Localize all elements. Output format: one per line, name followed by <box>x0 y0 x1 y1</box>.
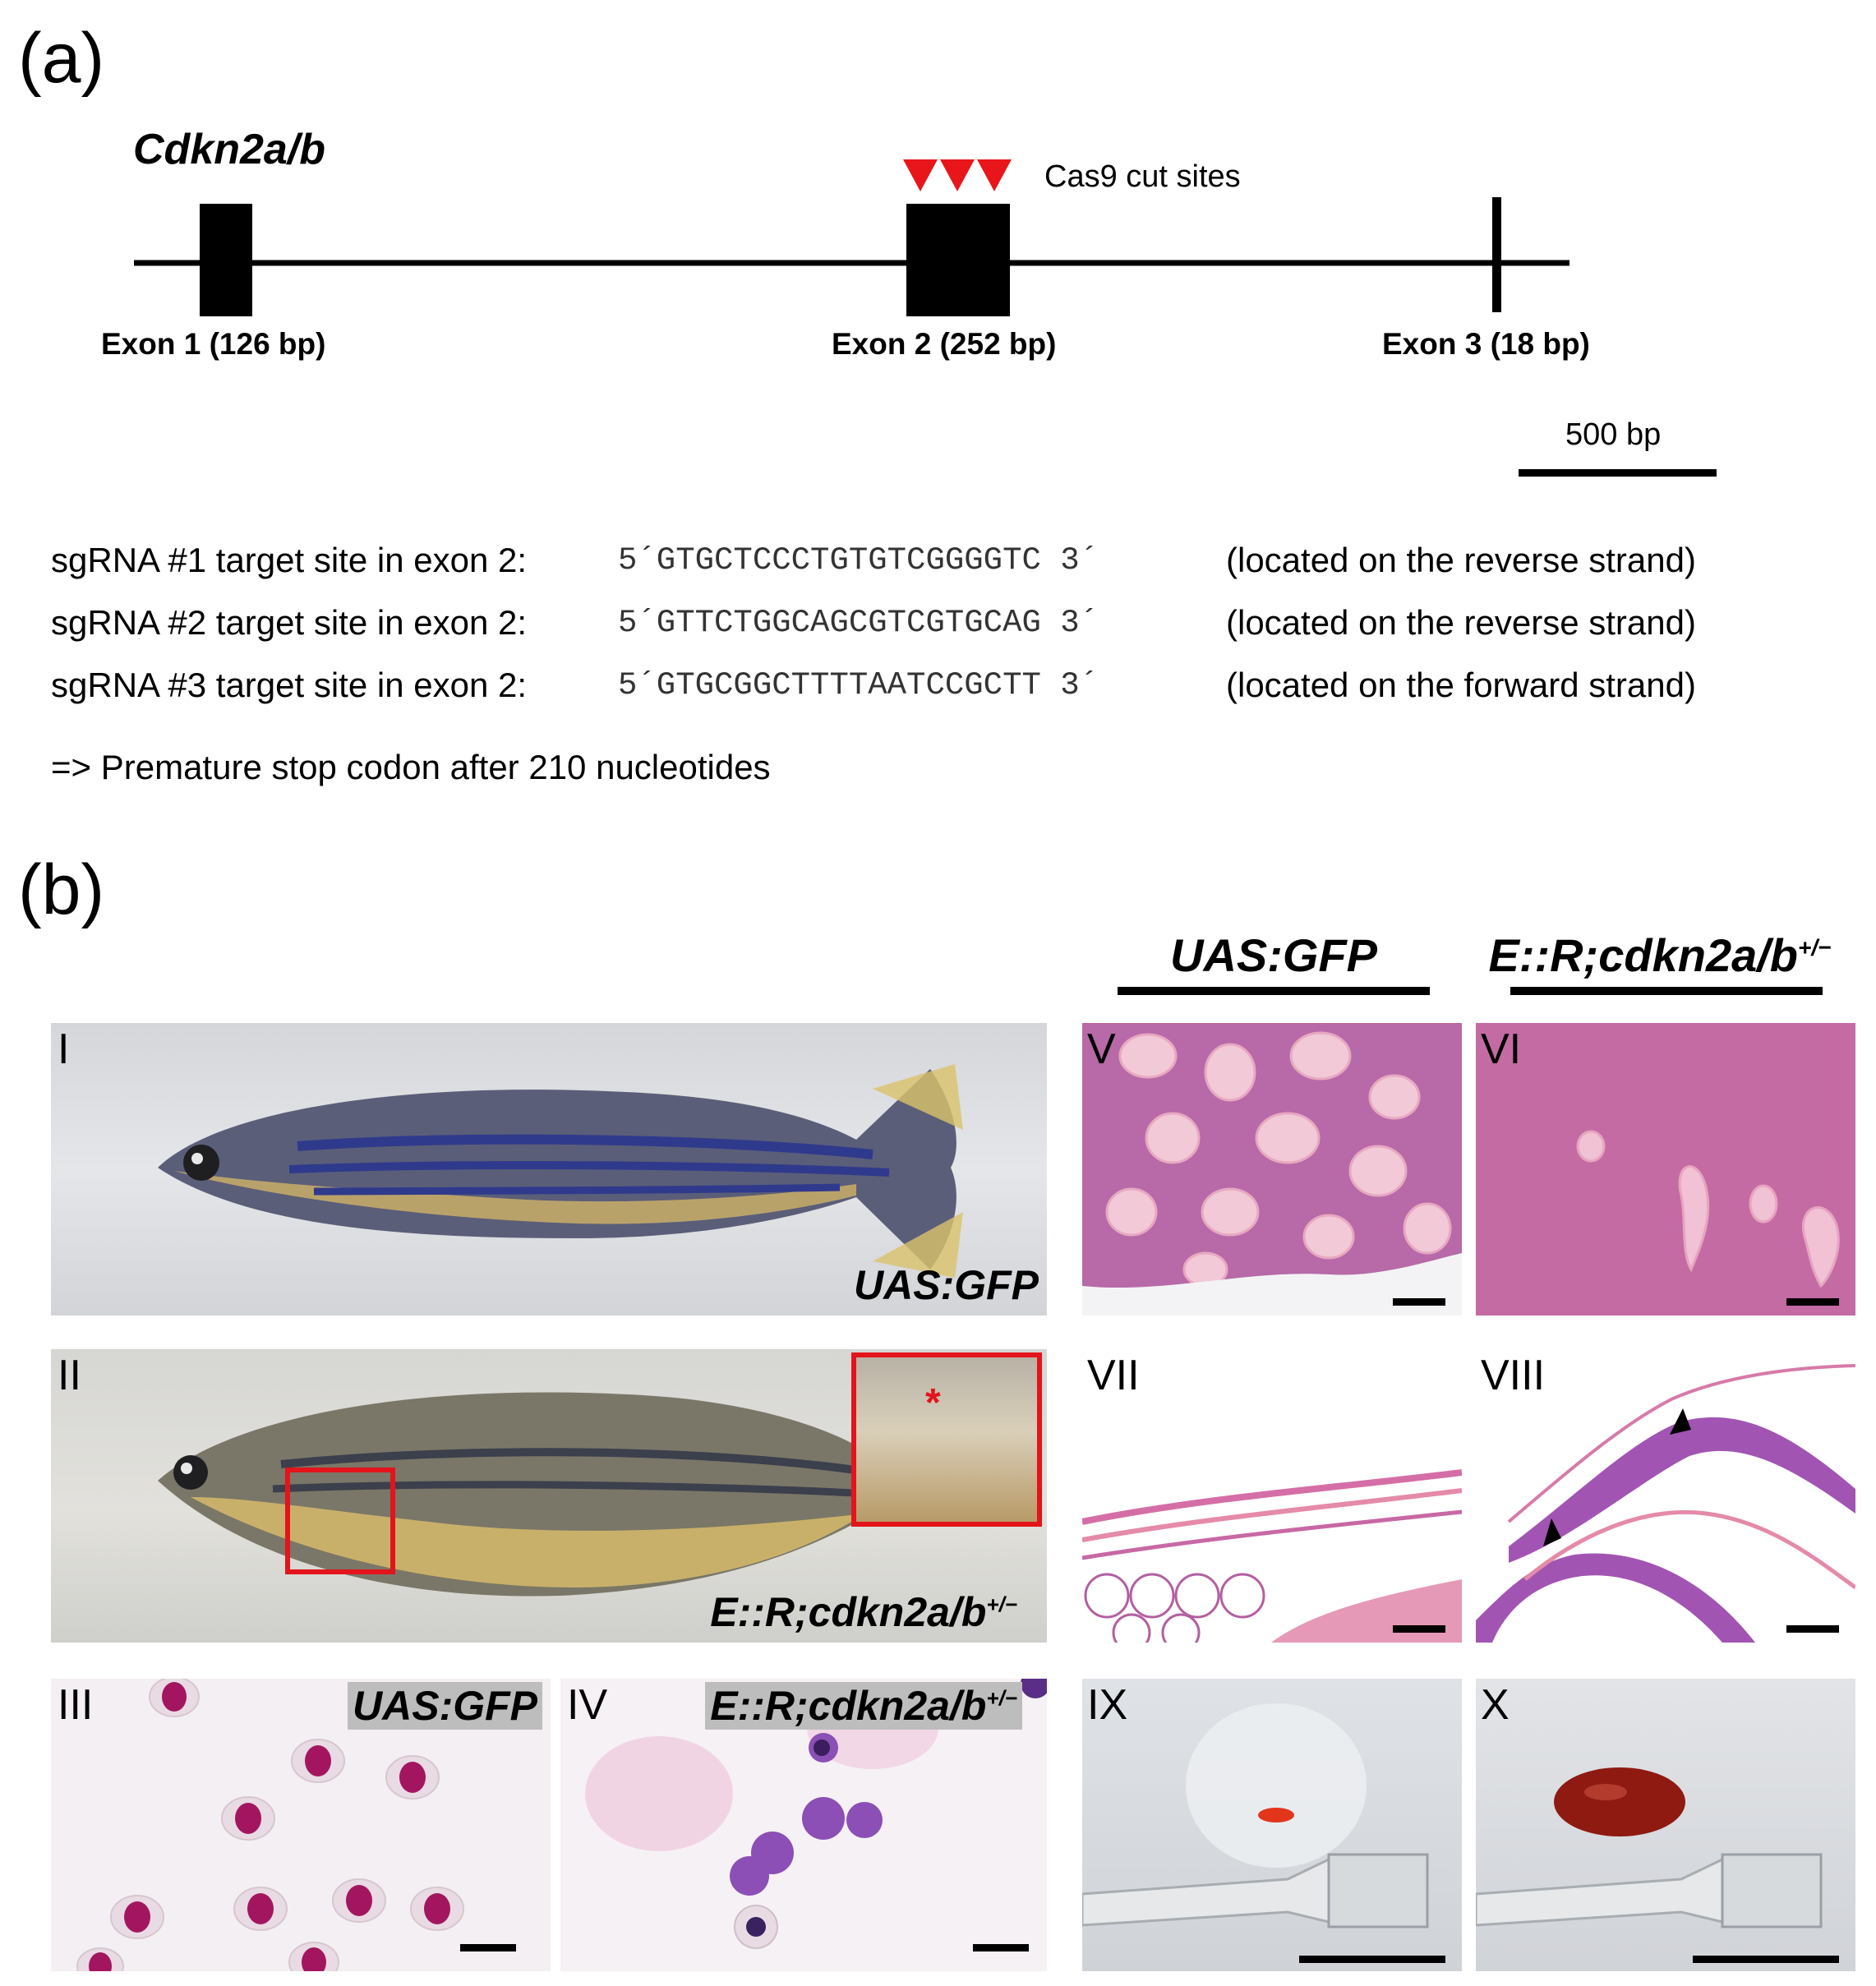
infiltrated-tissue <box>1476 1364 1855 1643</box>
arrow-marker <box>1670 1408 1691 1435</box>
genotype-label-IV-text: E::R;cdkn2a/b <box>710 1683 987 1729</box>
column-header-bar <box>1118 987 1430 995</box>
column-header-mutant-text: E::R;cdkn2a/b <box>1488 929 1799 981</box>
exon-3-box <box>1492 197 1501 312</box>
genotype-superscript: +/− <box>986 1592 1017 1617</box>
scale-bar <box>1786 1298 1839 1306</box>
subpanel-label-II: II <box>58 1352 81 1399</box>
subpanel-label-VIII: VIII <box>1481 1352 1546 1399</box>
blood-smear-mutant: IV E::R;cdkn2a/b+/− <box>560 1679 1047 1971</box>
sgrna-strand: (located on the reverse strand) <box>1226 603 1696 642</box>
gene-structure-diagram <box>134 159 1717 477</box>
exon-1-label: Exon 1 (126 bp) <box>101 327 326 361</box>
organ-and-pipette-tip <box>1082 1703 1429 1928</box>
genotype-label-III: UAS:GFP <box>348 1682 542 1730</box>
sgrna-sequence: 5´GTGCGGCTTTTAATCCGCTT 3´ <box>618 667 1099 703</box>
genotype-label-I: UAS:GFP <box>854 1262 1039 1308</box>
sgrna-strand: (located on the forward strand) <box>1226 666 1696 704</box>
panel-a-letter: (a) <box>18 19 105 98</box>
cut-site-marker <box>977 159 1012 191</box>
subpanel-label-V: V <box>1087 1025 1116 1073</box>
blood-smear-control: III UAS:GFP <box>51 1679 551 1971</box>
sgrna-sequence: 5´GTTCTGGCAGCGTCGTGCAG 3´ <box>618 605 1099 641</box>
histology-kidney-mutant: VI <box>1476 1023 1855 1316</box>
stop-codon-note: => Premature stop codon after 210 nucleo… <box>51 748 771 786</box>
exon-3-label: Exon 3 (18 bp) <box>1382 327 1590 361</box>
scale-bar <box>1786 1625 1839 1633</box>
scale-bar <box>1393 1298 1445 1306</box>
scale-bar <box>460 1944 516 1951</box>
subpanel-label-III: III <box>58 1681 94 1729</box>
highlight-box <box>285 1468 395 1574</box>
arrow-marker <box>1543 1518 1561 1546</box>
fish-image-mutant: * II E::R;cdkn2a/b+/− <box>51 1349 1047 1643</box>
subpanel-label-X: X <box>1481 1681 1510 1729</box>
exon-1-box <box>200 204 252 316</box>
column-header-bar <box>1510 987 1823 995</box>
sgrna-sequence: 5´GTGCTCCCTGTGTCGGGGTC 3´ <box>618 542 1099 578</box>
sgrna-row: sgRNA #2 target site in exon 2: 5´GTTCTG… <box>51 598 1696 647</box>
column-header-mutant: E::R;cdkn2a/b+/− <box>1479 928 1841 982</box>
sgrna-label: sgRNA #1 target site in exon 2: <box>51 541 527 579</box>
inset-asterisk: * <box>925 1381 941 1425</box>
genotype-label-II-text: E::R;cdkn2a/b <box>710 1589 987 1635</box>
histology-kidney-control: V <box>1082 1023 1462 1316</box>
cut-site-marker <box>903 159 938 191</box>
column-header-control: UAS:GFP <box>1170 929 1377 981</box>
scale-label: 500 bp <box>1565 417 1662 452</box>
genotype-label-IV: E::R;cdkn2a/b+/− <box>705 1682 1022 1730</box>
kidney-tubules <box>1082 1023 1462 1316</box>
scale-bar <box>1299 1956 1445 1963</box>
scale-bar <box>973 1944 1029 1951</box>
histology-tissue-mutant: VIII <box>1476 1349 1855 1643</box>
sgrna-list: sgRNA #1 target site in exon 2: 5´GTGCTC… <box>51 536 1696 710</box>
fish-drawing <box>158 1064 963 1278</box>
organ-photo-mutant: X <box>1476 1679 1855 1971</box>
subpanel-label-VII: VII <box>1087 1352 1140 1399</box>
subpanel-label-VI: VI <box>1481 1025 1522 1073</box>
scale-bar <box>1693 1956 1839 1963</box>
sgrna-strand: (located on the reverse strand) <box>1226 541 1696 579</box>
genotype-superscript: +/− <box>1798 934 1832 961</box>
organ-photo-control: IX <box>1082 1679 1462 1971</box>
sgrna-row: sgRNA #1 target site in exon 2: 5´GTGCTC… <box>51 536 1696 585</box>
infiltrated-kidney <box>1476 1023 1855 1316</box>
subpanel-label-I: I <box>58 1025 70 1073</box>
sgrna-label: sgRNA #2 target site in exon 2: <box>51 603 527 642</box>
cut-site-marker <box>940 159 975 191</box>
scale-bar <box>1393 1625 1445 1633</box>
enlarged-organ-and-pipette-tip <box>1476 1767 1823 1928</box>
inset-magnified-region: * <box>851 1352 1042 1527</box>
erythrocyte-cells <box>76 1679 464 1971</box>
subpanel-label-IV: IV <box>567 1681 608 1729</box>
cas9-label: Cas9 cut sites <box>1044 159 1241 194</box>
sgrna-label: sgRNA #3 target site in exon 2: <box>51 666 527 704</box>
scale-bar <box>1519 469 1717 477</box>
gene-name: Cdkn2a/b <box>133 126 326 173</box>
exon-2-label: Exon 2 (252 bp) <box>832 327 1057 361</box>
fish-image-control: I UAS:GFP <box>51 1023 1047 1316</box>
sgrna-row: sgRNA #3 target site in exon 2: 5´GTGCGG… <box>51 661 1696 710</box>
exon-2-box <box>906 204 1010 316</box>
histology-tissue-control: VII <box>1082 1349 1462 1643</box>
panel-b-letter: (b) <box>18 850 105 929</box>
fish-drawing <box>158 1392 959 1597</box>
subpanel-label-IX: IX <box>1087 1681 1128 1729</box>
genotype-label-II: E::R;cdkn2a/b+/− <box>710 1588 1017 1636</box>
genotype-superscript: +/− <box>986 1685 1017 1711</box>
